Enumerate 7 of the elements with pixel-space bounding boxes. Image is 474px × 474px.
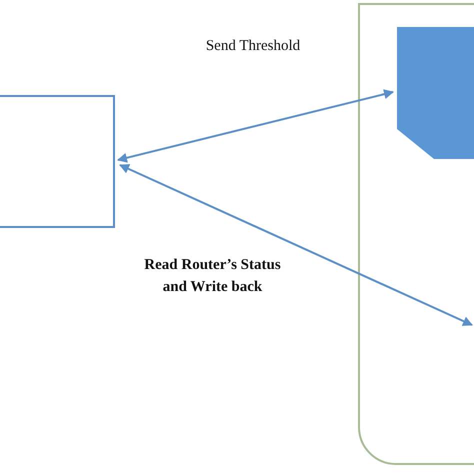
filled-shape xyxy=(397,27,474,159)
arrow xyxy=(119,164,473,326)
process-box xyxy=(0,95,115,228)
arrow xyxy=(117,89,394,163)
annotation-text: Read Router’s Status and Write back xyxy=(143,256,282,297)
annotation-text: Send Threshold xyxy=(204,37,302,56)
container-box xyxy=(358,3,474,465)
